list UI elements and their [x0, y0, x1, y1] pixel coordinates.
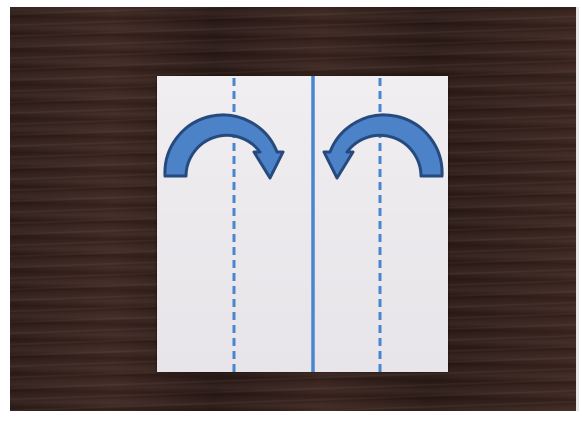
curved-arrow-right-icon	[165, 115, 283, 178]
curved-arrow-left-icon	[324, 115, 442, 178]
